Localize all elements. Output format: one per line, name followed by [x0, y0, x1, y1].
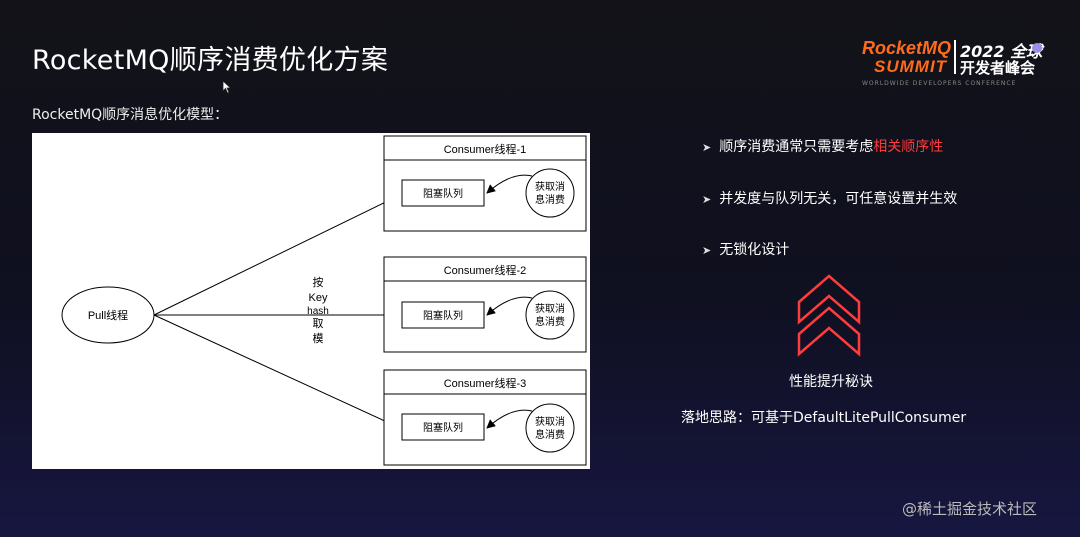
bullet-arrow-icon: ➤ [702, 244, 712, 257]
fetch-arrow-1 [486, 174, 533, 194]
double-chevron-up-icon [797, 274, 861, 357]
ordered-consume-diagram: Pull线程 按 Key hash 取 模 Consumer线程-1 阻塞队列 … [32, 133, 590, 469]
route-label-0: 按 [313, 275, 324, 289]
fetch-consume-2 [525, 290, 575, 340]
bullet-item-2: ➤ 并发度与队列无关，可任意设置并生效 [702, 188, 957, 208]
fetch-arrow-2 [486, 296, 533, 316]
pull-thread-label: Pull线程 [88, 308, 128, 322]
logo-divider [954, 40, 956, 74]
bullet-1-text: 顺序消费通常只需要考虑 [719, 139, 874, 155]
watermark: @稀土掘金技术社区 [902, 500, 1038, 518]
logo-tagline: WORLDWIDE DEVELOPERS CONFERENCE [862, 80, 1017, 87]
bullet-item-3: ➤ 无锁化设计 [702, 239, 789, 259]
consumer-3-title: Consumer线程-3 [444, 376, 527, 390]
mouse-cursor-icon [222, 80, 232, 94]
blocking-queue-1 [401, 179, 485, 207]
bullet-arrow-icon: ➤ [702, 141, 712, 154]
fetch-consume-1 [525, 168, 575, 218]
route-label-1: Key [309, 292, 328, 304]
consumer-2-title: Consumer线程-2 [444, 263, 527, 277]
logo-brand-line2: SUMMIT [874, 57, 948, 76]
logo-brand-line1: RocketMQ [862, 38, 952, 58]
logo-event-line2: 开发者峰会 [960, 59, 1036, 77]
blocking-queue-1-label: 阻塞队列 [423, 187, 463, 200]
blocking-queue-3 [401, 413, 485, 441]
fetch-consume-2-line2: 息消费 [535, 315, 565, 328]
blocking-queue-3-label: 阻塞队列 [423, 421, 463, 434]
fetch-consume-3-line2: 息消费 [535, 428, 565, 441]
route-label-2: hash [307, 306, 329, 317]
bullet-item-1: ➤ 顺序消费通常只需要考虑相关顺序性 [702, 136, 943, 156]
consumer-thread-2: Consumer线程-2 阻塞队列 获取消 息消费 [383, 256, 587, 353]
bullet-arrow-icon: ➤ [702, 193, 712, 206]
route-label-3: 取 [313, 317, 324, 330]
consumer-thread-3: Consumer线程-3 阻塞队列 获取消 息消费 [383, 369, 587, 466]
fetch-arrow-3 [486, 409, 533, 429]
performance-secret-label: 性能提升秘诀 [789, 374, 873, 390]
bullet-2-text: 并发度与队列无关，可任意设置并生效 [719, 191, 958, 207]
fetch-consume-2-line1: 获取消 [535, 302, 565, 315]
consumer-thread-1: Consumer线程-1 阻塞队列 获取消 息消费 [383, 135, 587, 232]
planet-icon [1032, 43, 1042, 53]
summit-logo: RocketMQ SUMMIT 2022 全球 开发者峰会 WORLDWIDE … [862, 38, 1052, 98]
slide-title: RocketMQ顺序消费优化方案 [32, 45, 389, 76]
consumer-1-title: Consumer线程-1 [444, 142, 527, 156]
bullet-3-text: 无锁化设计 [719, 242, 790, 258]
fetch-consume-3 [525, 403, 575, 453]
route-label-4: 模 [313, 332, 324, 345]
blocking-queue-2 [401, 301, 485, 329]
bullet-1-highlight: 相关顺序性 [873, 139, 944, 155]
pull-thread-node [61, 286, 155, 344]
logo-event-line1: 2022 全球 [960, 42, 1043, 61]
fetch-consume-3-line1: 获取消 [535, 415, 565, 428]
route-arrow-3 [153, 314, 401, 429]
fetch-consume-1-line2: 息消费 [535, 193, 565, 206]
implementation-idea: 落地思路：可基于DefaultLitePullConsumer [681, 410, 967, 426]
fetch-consume-1-line1: 获取消 [535, 180, 565, 193]
blocking-queue-2-label: 阻塞队列 [423, 309, 463, 322]
slide-subtitle: RocketMQ顺序消息优化模型： [32, 107, 229, 123]
route-arrow-1 [153, 194, 401, 316]
